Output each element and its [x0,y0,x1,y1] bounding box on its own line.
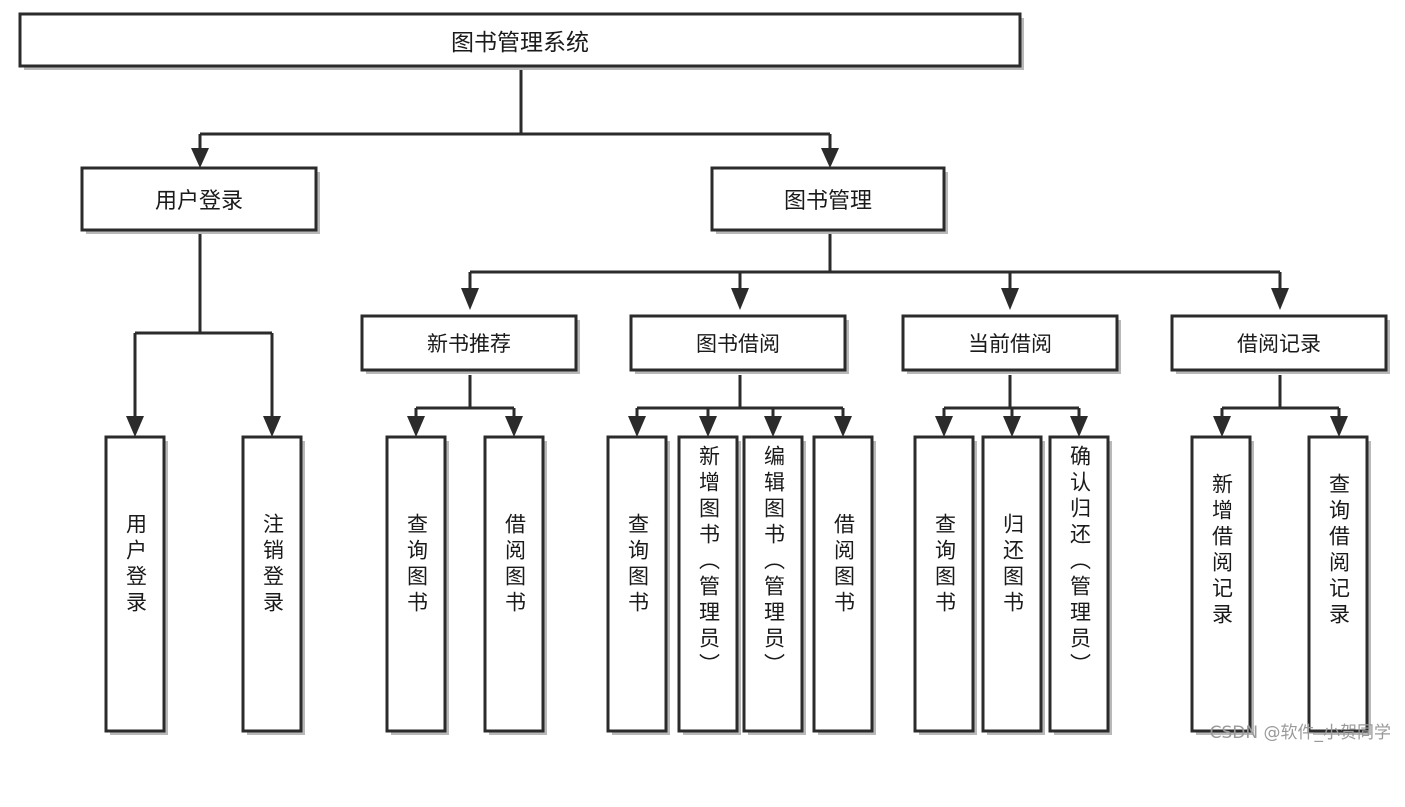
arrow-to-leaf-query-book-3 [935,416,953,437]
arrow-to-current-borrow [1001,288,1019,310]
node-layer [18,12,1390,735]
node-leaf-add-borrow-record[interactable] [1190,435,1252,733]
node-new-book-rec[interactable] [360,314,578,372]
node-leaf-borrow-book-2[interactable] [812,435,874,733]
arrow-to-leaf-add-book-admin [699,416,717,437]
node-leaf-add-book-admin[interactable] [677,435,739,733]
node-leaf-confirm-return-admin[interactable] [1048,435,1110,733]
arrow-to-leaf-user-login [126,416,144,437]
node-leaf-edit-book-admin[interactable] [742,435,804,733]
arrow-to-borrow-record [1271,288,1289,310]
node-book-manage[interactable] [710,166,946,232]
node-leaf-query-book-1[interactable] [385,435,447,733]
connector-layer [126,70,1348,437]
node-borrow-record[interactable] [1170,314,1388,372]
node-leaf-logout[interactable] [241,435,303,733]
node-leaf-return-book[interactable] [981,435,1043,733]
arrow-to-user-login [191,148,209,168]
node-book-borrow[interactable] [629,314,847,372]
arrow-to-leaf-confirm-return-admin [1070,416,1088,437]
node-leaf-query-borrow-record[interactable] [1307,435,1369,733]
arrow-to-leaf-edit-book-admin [764,416,782,437]
node-leaf-query-book-2[interactable] [606,435,668,733]
node-leaf-user-login[interactable] [104,435,166,733]
arrow-to-leaf-borrow-book-1 [505,416,523,437]
arrow-to-leaf-query-book-1 [407,416,425,437]
arrow-to-leaf-logout [263,416,281,437]
arrow-to-new-book-rec [461,288,479,310]
hierarchy-flowchart [18,12,1390,735]
node-root[interactable] [18,12,1022,68]
arrow-to-leaf-borrow-book-2 [834,416,852,437]
node-user-login[interactable] [80,166,318,232]
arrow-to-book-borrow [731,288,749,310]
node-leaf-query-book-3[interactable] [913,435,975,733]
arrow-to-book-manage [821,148,839,168]
arrow-to-leaf-return-book [1003,416,1021,437]
node-leaf-borrow-book-1[interactable] [483,435,545,733]
diagram-canvas: 图书管理系统 用户登录 图书管理 新书推荐 图书借阅 当前借阅 借阅记录 用户登… [18,12,1391,743]
node-current-borrow[interactable] [901,314,1119,372]
arrow-to-leaf-add-borrow-record [1213,416,1231,437]
arrow-to-leaf-query-borrow-record [1330,416,1348,437]
arrow-to-leaf-query-book-2 [628,416,646,437]
